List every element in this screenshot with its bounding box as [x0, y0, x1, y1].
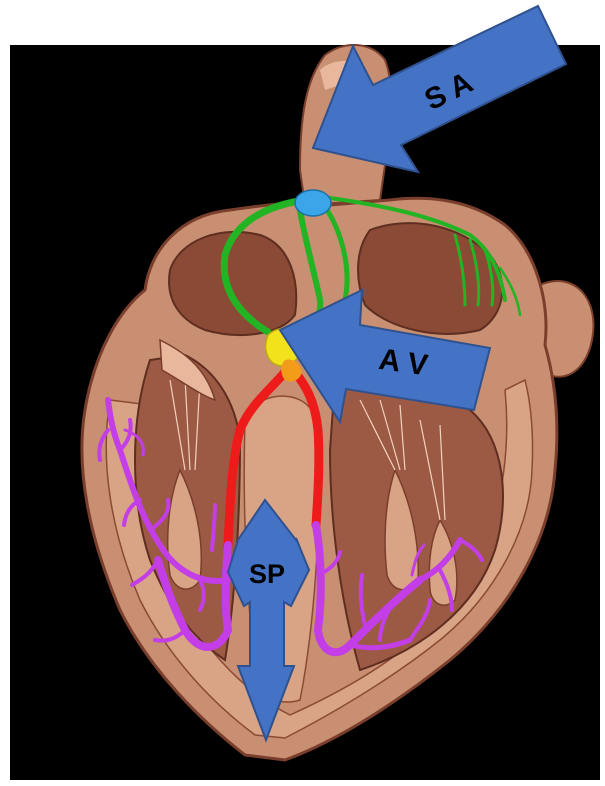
sp-arrow-label: SP [249, 559, 285, 589]
av-arrow-label: A V [377, 343, 430, 382]
left-atrium-chamber [169, 232, 296, 335]
sa-node [295, 190, 331, 216]
